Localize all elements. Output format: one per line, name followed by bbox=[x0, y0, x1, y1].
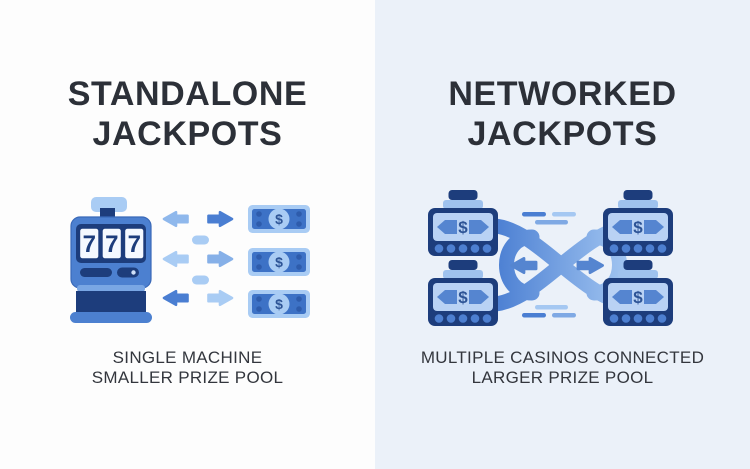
machine-button bbox=[116, 267, 139, 278]
payout-bills bbox=[247, 205, 310, 318]
machine-pedestal bbox=[75, 291, 146, 313]
transfer-pill bbox=[191, 275, 209, 285]
standalone-jackpots-panel: STANDALONE JACKPOTS $ bbox=[67, 74, 310, 388]
coin-slot bbox=[79, 268, 112, 277]
reel-window bbox=[78, 227, 100, 260]
standalone-title-line2: JACKPOTS bbox=[92, 115, 283, 153]
networked-caption-line2: LARGER PRIZE POOL bbox=[471, 368, 654, 387]
transfer-arrows bbox=[162, 210, 233, 307]
left-arrow-icon bbox=[509, 256, 537, 275]
reel-window bbox=[123, 227, 145, 260]
standalone-illustration: $ 7 7 7 bbox=[69, 197, 310, 323]
right-arrow-icon bbox=[206, 289, 233, 307]
networked-caption: MULTIPLE CASINOS CONNECTED LARGER PRIZE … bbox=[421, 348, 704, 388]
jackpot-machine-bottom-left bbox=[427, 260, 498, 326]
reel-window bbox=[100, 227, 122, 260]
motion-dashes bbox=[521, 212, 576, 318]
networked-jackpots-panel: NETWORKED JACKPOTS $ bbox=[375, 0, 750, 469]
standalone-title-line1: STANDALONE bbox=[67, 75, 308, 113]
reel-digit: 7 bbox=[105, 231, 118, 258]
reel-digit: 7 bbox=[127, 231, 140, 258]
jackpot-machine-top-left bbox=[427, 190, 498, 256]
machine-base bbox=[69, 312, 152, 323]
right-arrow-icon bbox=[206, 250, 233, 268]
machine-lip bbox=[76, 285, 145, 292]
reel-digit: 7 bbox=[82, 231, 95, 258]
money-bill bbox=[247, 248, 310, 276]
standalone-caption: SINGLE MACHINE SMALLER PRIZE POOL bbox=[92, 348, 284, 388]
networked-title: NETWORKED JACKPOTS bbox=[448, 74, 676, 154]
money-bill bbox=[247, 290, 310, 318]
left-arrow-icon bbox=[162, 289, 189, 307]
networked-title-line1: NETWORKED bbox=[448, 75, 677, 113]
left-arrow-icon bbox=[162, 250, 189, 268]
networked-illustration: $ bbox=[427, 190, 673, 326]
jackpot-machine-top-right bbox=[602, 190, 673, 256]
left-arrow-icon bbox=[162, 210, 189, 228]
standalone-caption-line2: SMALLER PRIZE POOL bbox=[91, 368, 284, 387]
transfer-pill bbox=[191, 235, 209, 245]
networked-title-line2: JACKPOTS bbox=[467, 115, 658, 153]
networked-caption-line1: MULTIPLE CASINOS CONNECTED bbox=[420, 348, 705, 367]
standalone-title: STANDALONE JACKPOTS bbox=[68, 74, 308, 154]
money-bill bbox=[247, 205, 310, 233]
right-arrow-icon bbox=[206, 210, 233, 228]
slot-machine: 7 7 7 bbox=[69, 197, 152, 323]
button-dot bbox=[130, 270, 136, 275]
right-arrow-icon bbox=[576, 256, 604, 275]
standalone-caption-line1: SINGLE MACHINE bbox=[112, 348, 263, 367]
